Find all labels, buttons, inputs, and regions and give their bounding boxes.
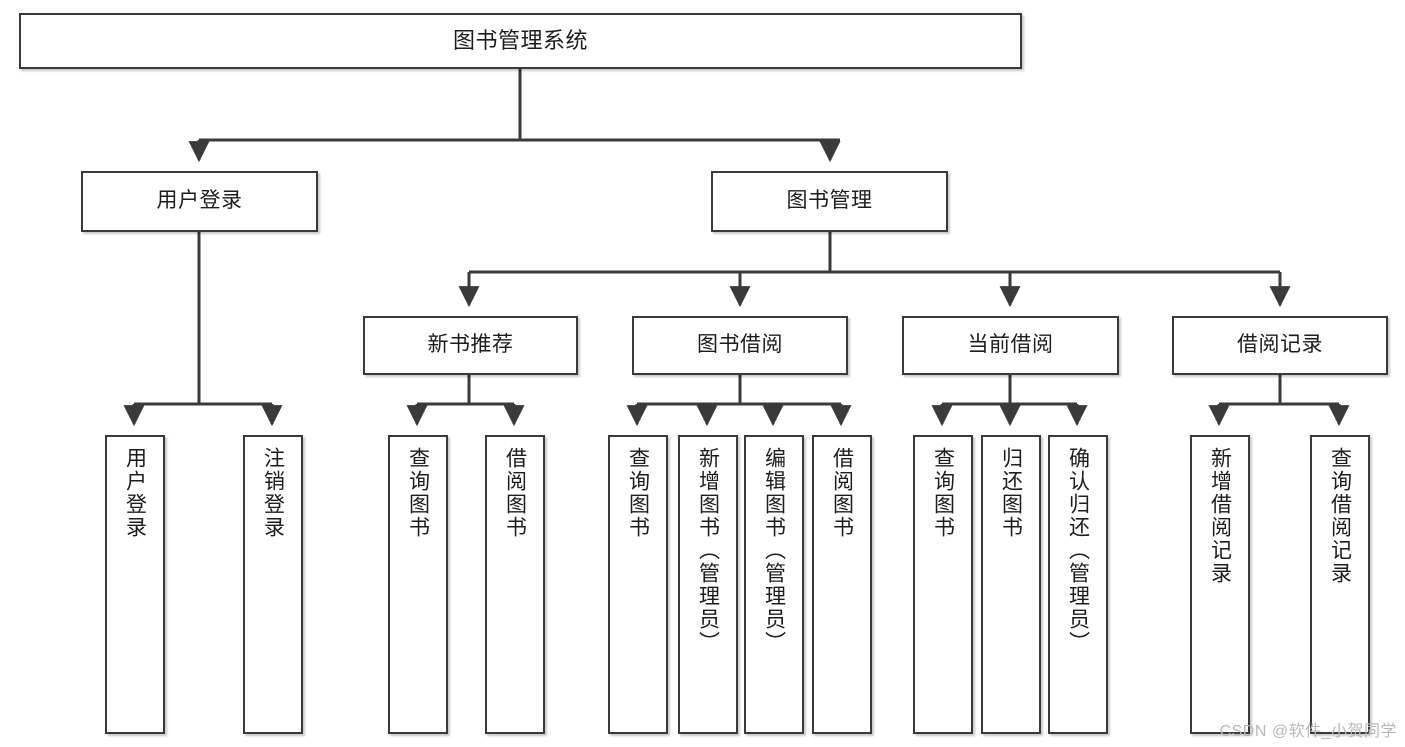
node-leaf-query-book-cur[interactable]: 查询图书 — [913, 435, 973, 734]
node-leaf-query-book-borrow[interactable]: 查询图书 — [608, 435, 668, 734]
csdn-watermark: CSDN @软件_小贺同学 — [1219, 723, 1397, 740]
node-leaf-edit-book-label: 编辑图书（管理员） — [762, 447, 786, 654]
node-user-login-label: 用户登录 — [156, 189, 243, 213]
node-leaf-add-book-label: 新增图书（管理员） — [696, 447, 720, 654]
node-book-borrow[interactable]: 图书借阅 — [632, 316, 848, 375]
node-leaf-return-book-label: 归还图书 — [999, 447, 1023, 539]
node-leaf-confirm-return-label: 确认归还（管理员） — [1066, 447, 1090, 654]
node-leaf-borrow-book-rec-label: 借阅图书 — [503, 447, 527, 539]
node-book-manage-label: 图书管理 — [786, 189, 873, 213]
node-leaf-confirm-return[interactable]: 确认归还（管理员） — [1048, 435, 1108, 734]
node-current-borrow[interactable]: 当前借阅 — [902, 316, 1119, 375]
node-leaf-query-book-borrow-label: 查询图书 — [626, 447, 650, 539]
node-leaf-return-book[interactable]: 归还图书 — [981, 435, 1041, 734]
node-borrow-records[interactable]: 借阅记录 — [1172, 316, 1388, 375]
node-root[interactable]: 图书管理系统 — [19, 13, 1022, 69]
node-borrow-records-label: 借阅记录 — [1237, 333, 1323, 357]
node-current-borrow-label: 当前借阅 — [967, 333, 1054, 357]
node-book-borrow-label: 图书借阅 — [697, 333, 783, 357]
node-leaf-user-login[interactable]: 用户登录 — [105, 435, 165, 734]
node-leaf-user-login-label: 用户登录 — [123, 447, 147, 539]
node-leaf-add-record[interactable]: 新增借阅记录 — [1190, 435, 1250, 734]
node-leaf-borrow-book[interactable]: 借阅图书 — [812, 435, 872, 734]
node-book-manage[interactable]: 图书管理 — [711, 171, 948, 232]
node-leaf-borrow-book-rec[interactable]: 借阅图书 — [485, 435, 545, 734]
node-new-book-recommend[interactable]: 新书推荐 — [363, 316, 578, 375]
node-root-label: 图书管理系统 — [452, 28, 588, 54]
node-leaf-query-record[interactable]: 查询借阅记录 — [1310, 435, 1370, 734]
node-leaf-query-book-rec-label: 查询图书 — [406, 447, 430, 539]
node-leaf-borrow-book-label: 借阅图书 — [830, 447, 854, 539]
node-leaf-query-book-rec[interactable]: 查询图书 — [388, 435, 448, 734]
node-leaf-query-record-label: 查询借阅记录 — [1328, 447, 1352, 585]
node-leaf-edit-book[interactable]: 编辑图书（管理员） — [744, 435, 804, 734]
node-leaf-add-record-label: 新增借阅记录 — [1208, 447, 1232, 585]
node-new-book-recommend-label: 新书推荐 — [427, 333, 514, 357]
node-user-login[interactable]: 用户登录 — [81, 171, 318, 232]
node-leaf-logout-label: 注销登录 — [261, 447, 285, 539]
node-leaf-logout[interactable]: 注销登录 — [243, 435, 303, 734]
node-leaf-query-book-cur-label: 查询图书 — [931, 447, 955, 539]
node-leaf-add-book[interactable]: 新增图书（管理员） — [678, 435, 738, 734]
